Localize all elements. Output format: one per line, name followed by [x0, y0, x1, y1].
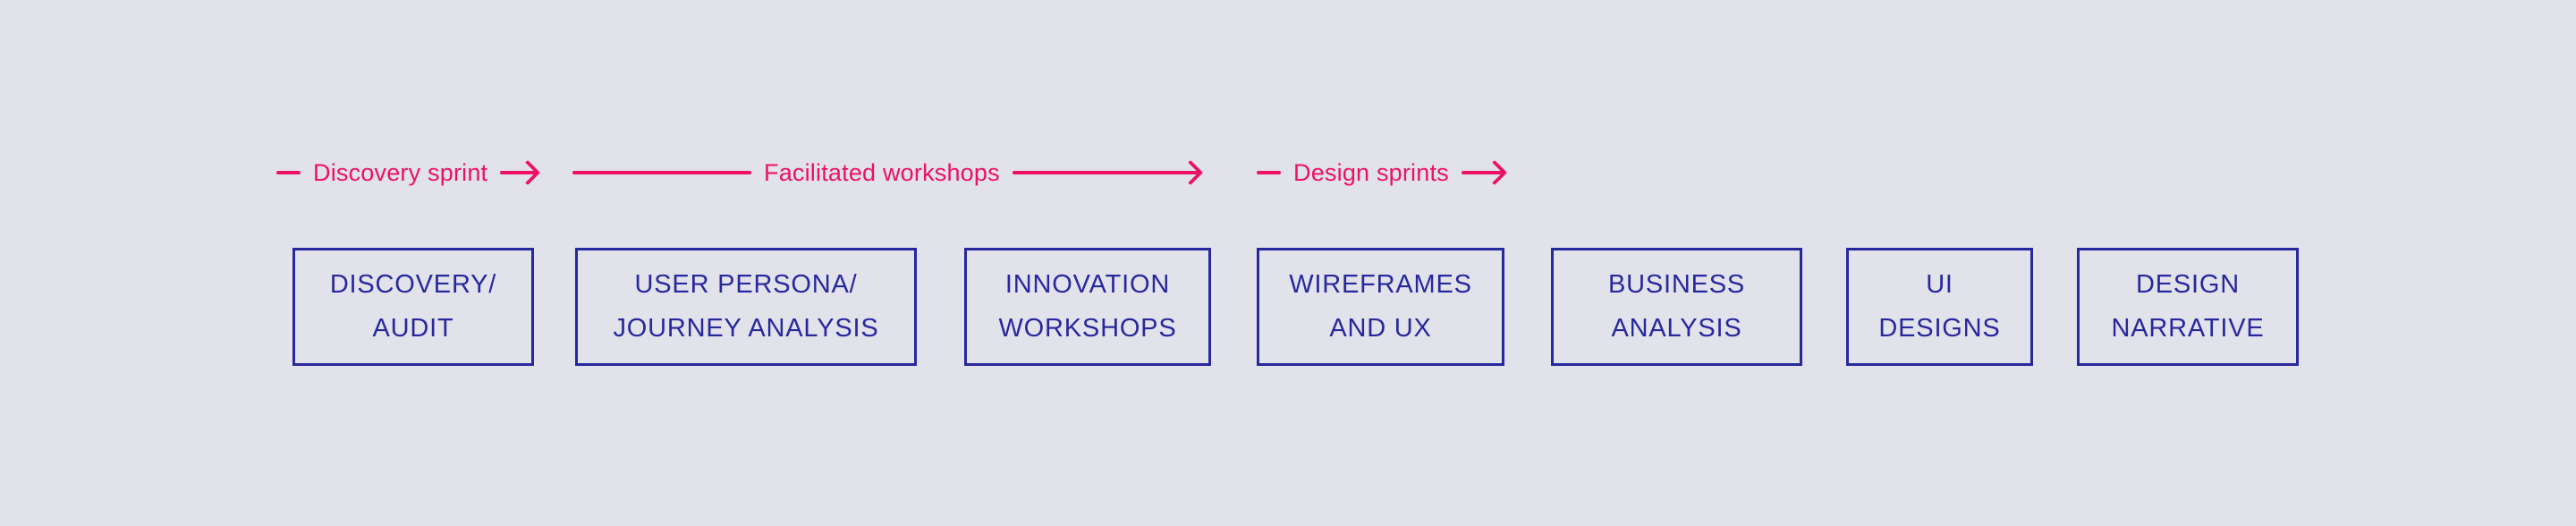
phase-facilitated-workshops: Facilitated workshops [572, 157, 1200, 188]
step-business-analysis: BUSINESS ANALYSIS [1551, 248, 1802, 366]
phase-dash-icon [1257, 171, 1281, 174]
step-line: DESIGN [2136, 270, 2240, 299]
phase-dash-icon [276, 171, 301, 174]
step-line: INNOVATION [1004, 270, 1171, 299]
phase-label: Discovery sprint [313, 158, 488, 186]
step-design-narrative: DESIGN NARRATIVE [2077, 248, 2299, 366]
step-line: AND UX [1329, 314, 1432, 343]
phase-arrow-icon [1461, 171, 1504, 174]
step-line: BUSINESS [1607, 270, 1746, 299]
step-line: NARRATIVE [2111, 314, 2265, 343]
step-line: DESIGNS [1878, 314, 2001, 343]
step-line: JOURNEY ANALYSIS [613, 314, 879, 343]
step-line: WIREFRAMES [1289, 270, 1472, 299]
step-user-persona-journey-analysis: USER PERSONA/ JOURNEY ANALYSIS [575, 248, 917, 366]
phase-dash-icon [572, 171, 751, 174]
phase-label: Design sprints [1293, 158, 1449, 186]
step-innovation-workshops: INNOVATION WORKSHOPS [964, 248, 1211, 366]
phase-arrow-icon [500, 171, 538, 174]
phase-design-sprints: Design sprints [1257, 157, 1504, 188]
phase-label: Facilitated workshops [764, 158, 1000, 186]
step-line: DISCOVERY/ [329, 270, 497, 299]
phase-discovery-sprint: Discovery sprint [276, 157, 538, 188]
step-line: ANALYSIS [1611, 314, 1742, 343]
step-ui-designs: UI DESIGNS [1846, 248, 2033, 366]
step-line: AUDIT [372, 314, 454, 343]
phase-arrow-icon [1012, 171, 1200, 174]
step-line: WORKSHOPS [998, 314, 1177, 343]
step-wireframes-and-ux: WIREFRAMES AND UX [1257, 248, 1504, 366]
step-line: USER PERSONA/ [634, 270, 858, 299]
step-line: UI [1926, 270, 1953, 299]
step-discovery-audit: DISCOVERY/ AUDIT [292, 248, 534, 366]
